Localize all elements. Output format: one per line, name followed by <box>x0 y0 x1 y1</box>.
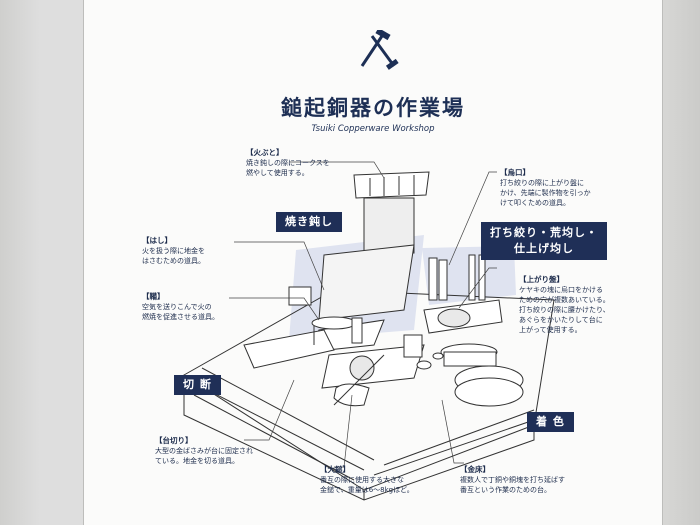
tag-chakushoku: 着 色 <box>527 412 574 432</box>
page-title: 鎚起銅器の作業場 <box>281 96 465 120</box>
label-agaridai: 【上がり盤】 ケヤキの塊に烏口をかける ための穴が複数あいている。 打ち絞りの際… <box>519 275 644 335</box>
label-heading: 【台切り】 <box>155 436 193 445</box>
label-body: 焼き鈍しの際にコークスを 燃やして使用する。 <box>246 159 330 177</box>
tag-yakinamashi: 焼き鈍し <box>276 212 342 232</box>
label-daigiri: 【台切り】 大型の金ばさみが台に固定され ている。地金を切る道具。 <box>155 436 285 466</box>
workshop-illustration <box>183 161 555 501</box>
label-heading: 【大鎚】 <box>320 465 350 474</box>
label-kanadoko: 【金床】 複数人で丁銅や銅塊を打ち延ばす 番互という作業のための台。 <box>460 465 610 495</box>
label-body: 打ち絞りの際に上がり盤に かけ、先端に製作物を引っか けて叩くための道具。 <box>500 179 591 207</box>
label-body: 火を扱う際に地金を はさむための道具。 <box>142 247 205 265</box>
label-fuigo: 【鞴】 空気を送りこんで火の 燃焼を促進させる道具。 <box>142 292 262 322</box>
label-body: 空気を送りこんで火の 燃焼を促進させる道具。 <box>142 303 219 321</box>
label-heading: 【火ぶと】 <box>246 148 284 157</box>
label-karasuguchi: 【烏口】 打ち絞りの際に上がり盤に かけ、先端に製作物を引っか けて叩くための道… <box>500 168 630 208</box>
crossed-hammers-icon <box>360 30 399 70</box>
label-ozuchi: 【大鎚】 番互の際に使用する大きな 金鎚で、重量は6〜8kgほど。 <box>320 465 450 495</box>
label-hashi: 【はし】 火を扱う際に地金を はさむための道具。 <box>142 236 252 266</box>
label-heading: 【上がり盤】 <box>519 275 564 284</box>
label-hibuto: 【火ぶと】 焼き鈍しの際にコークスを 燃やして使用する。 <box>246 148 376 178</box>
label-body: ケヤキの塊に烏口をかける ための穴が複数あいている。 打ち絞りの際に腰かけたり、… <box>519 286 610 334</box>
tag-uchishibori: 打ち絞り・荒均し・ 仕上げ均し <box>481 222 607 260</box>
label-heading: 【烏口】 <box>500 168 530 177</box>
label-heading: 【鞴】 <box>142 292 165 301</box>
label-body: 複数人で丁銅や銅塊を打ち延ばす 番互という作業のための台。 <box>460 476 565 494</box>
page-subtitle: Tsuiki Copperware Workshop <box>311 124 435 134</box>
tag-setsudan: 切 断 <box>174 375 221 395</box>
label-body: 番互の際に使用する大きな 金鎚で、重量は6〜8kgほど。 <box>320 476 414 494</box>
label-body: 大型の金ばさみが台に固定され ている。地金を切る道具。 <box>155 447 253 465</box>
label-heading: 【金床】 <box>460 465 490 474</box>
label-heading: 【はし】 <box>142 236 172 245</box>
